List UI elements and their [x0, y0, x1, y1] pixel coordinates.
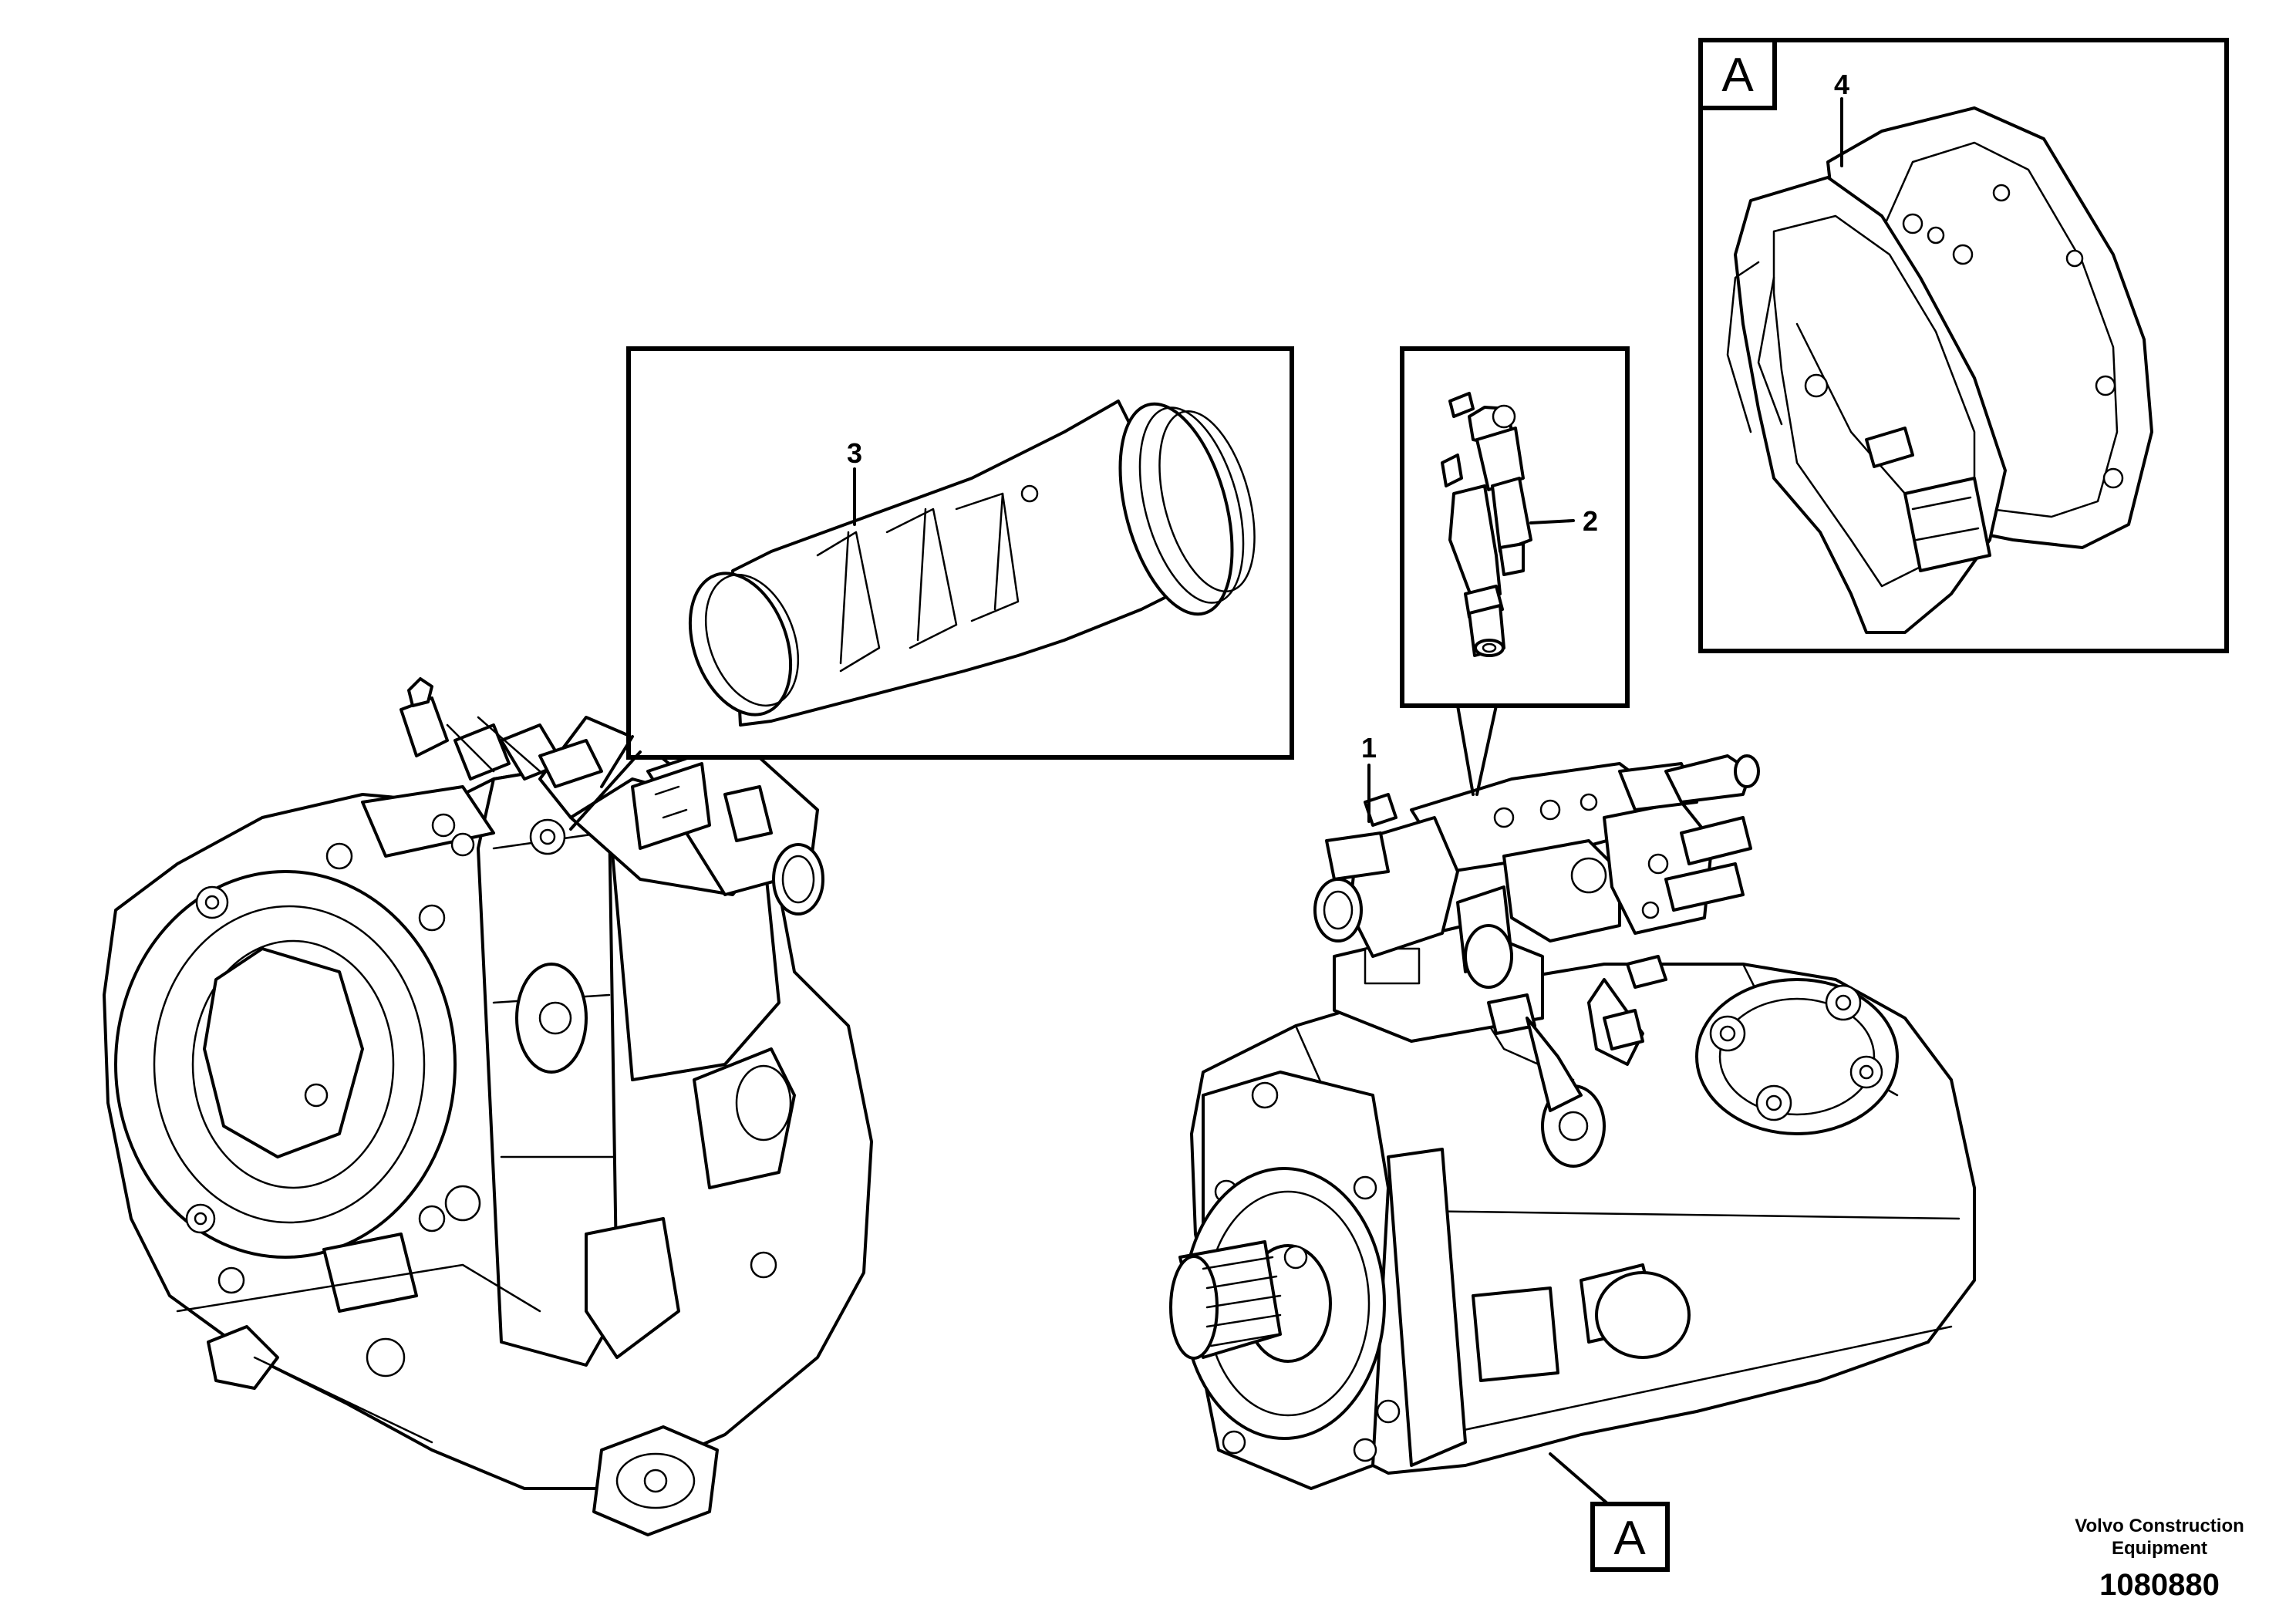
- section-marker-label: A: [1613, 1512, 1646, 1565]
- callout-1-group: 1: [1361, 732, 1377, 823]
- solenoid-part-drawing: [1441, 392, 1532, 657]
- gasket-part-drawing: [1726, 106, 2153, 634]
- section-marker-a: A: [1549, 1452, 1670, 1572]
- footer-block: Volvo Construction Equipment 1080880: [2075, 1516, 2244, 1602]
- callout-1: 1: [1361, 732, 1377, 764]
- left-hydraulic-pump-drawing: [103, 677, 873, 1536]
- callout-4: 4: [1834, 69, 1849, 100]
- drawing-number: 1080880: [2099, 1568, 2220, 1602]
- gasket-detail-frame: A 4: [1698, 38, 2229, 653]
- spool-part-drawing: [688, 400, 1256, 727]
- callout-2: 2: [1583, 505, 1598, 537]
- brand-line-1: Volvo Construction: [2075, 1516, 2244, 1536]
- detail-box-label: A: [1721, 49, 1754, 102]
- right-hydraulic-pump-drawing: [1169, 754, 1976, 1490]
- brand-line-2: Equipment: [2112, 1538, 2207, 1559]
- spool-detail-frame: 3: [569, 346, 1294, 831]
- solenoid-detail-frame: 2: [1400, 346, 1630, 796]
- callout-3: 3: [847, 437, 862, 469]
